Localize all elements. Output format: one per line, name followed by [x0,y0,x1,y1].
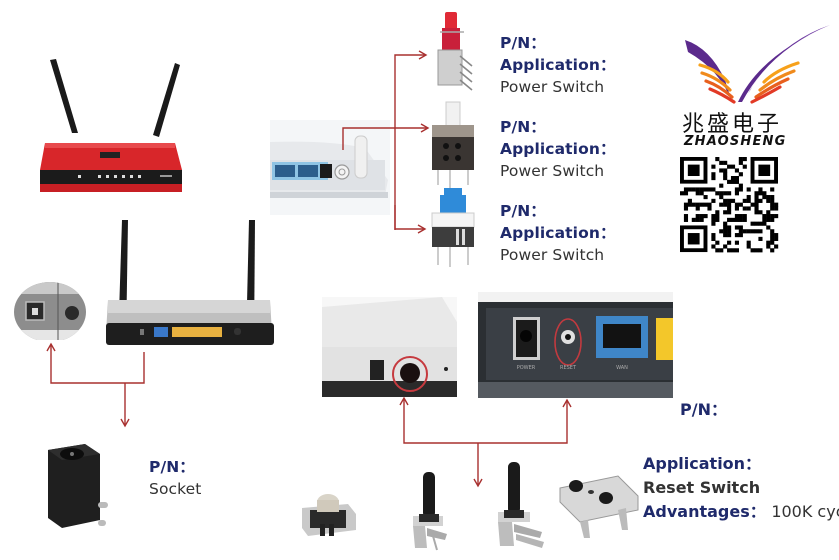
dc-power-jack-icon [48,444,108,528]
power-switch-block-3: P/N： Application： Power Switch [500,200,670,266]
dark-router-reset-photo: POWER RESET WAN [478,292,673,398]
arrow-to-blue-switch [394,205,424,230]
application-label: Application： [643,454,762,473]
red-router-photo [30,55,190,205]
reset-port-label: RESET [560,365,577,371]
application-label: Application： [500,56,616,74]
pn-label: P/N： [500,118,546,136]
application-label: Application： [500,140,616,158]
red-router-icon [40,59,182,192]
pn-label: P/N： [500,202,546,220]
advantages-value: 100K cycles [771,502,839,521]
blue-push-switch-icon [431,188,475,267]
red-push-switch-photo [430,10,475,105]
wings-logo-icon [685,25,830,104]
application-value: Reset Switch [643,478,761,497]
socket-value: Socket [149,480,202,498]
arrowhead-icon [420,123,430,133]
application-value: Power Switch [500,78,605,96]
router-back-panel-icon: POWER RESET WAN [478,292,673,398]
arrowhead-icon [473,478,483,488]
grey-router-icon [106,220,274,345]
smd-tact-switch-icon [302,494,356,536]
socket-text-block: P/N： Socket [149,456,201,500]
arrowhead-icon [120,418,130,428]
socket-closeup-photo [10,280,90,340]
white-push-switch-icon [432,101,474,188]
blue-push-switch-photo [428,185,478,270]
grey-router-photo [100,215,280,350]
dual-tact-switch-icon [559,475,639,538]
white-router-photo [270,120,390,215]
white-router-icon [270,120,390,215]
pn-label: P/N： [149,458,195,476]
pn-label: P/N： [500,34,546,52]
arrowhead-icon [46,342,56,352]
vertical-tact-switch-photo [405,470,455,555]
qr-finder-square [680,157,708,184]
logo-english-text: ZHAOSHENG [684,134,787,149]
vertical-tact-switch-tall-photo [492,460,552,552]
application-value: Power Switch [500,162,605,180]
vertical-tact-switch-icon [413,472,447,551]
arrow-to-reset-photos [403,398,568,444]
reset-text-block: Application： Reset Switch Advantages： 10… [643,452,839,524]
dual-tact-switch-photo [558,470,640,540]
application-label: Application： [500,224,616,242]
qr-code[interactable] [680,157,779,253]
power-switch-block-2: P/N： Application： Power Switch [500,116,670,182]
red-push-switch-icon [437,12,473,91]
qr-finder-square [750,157,778,184]
reset-pn-label: P/N： [680,400,727,419]
logo-chinese-text: 兆盛电子 [682,112,783,137]
wan-port-label: WAN [616,365,628,371]
white-push-switch-photo [428,100,478,190]
dc-jack-closeup-icon [14,282,86,340]
dc-socket-photo [40,440,115,530]
arrowhead-icon [418,50,428,60]
power-switch-block-1: P/N： Application： Power Switch [500,32,670,98]
qr-finder-square [680,225,708,253]
company-logo: 兆盛电子 ZHAOSHENG [680,20,835,155]
arrow-to-red-switch [394,54,425,230]
arrowhead-icon [417,224,427,234]
power-port-label: POWER [517,365,536,371]
arrow-to-socket-closeup [50,345,145,384]
vertical-tact-switch-tall-icon [498,462,544,548]
white-router-reset-photo [322,297,457,397]
advantages-label: Advantages： [643,502,766,521]
qr-code-icon [680,157,779,253]
arrow-to-white-switch [342,127,427,150]
application-value: Power Switch [500,246,605,264]
arrowhead-icon [399,396,409,406]
reset-button-closeup-icon [322,297,457,397]
arrowhead-icon [562,398,572,408]
smd-tact-switch-photo [298,488,358,543]
